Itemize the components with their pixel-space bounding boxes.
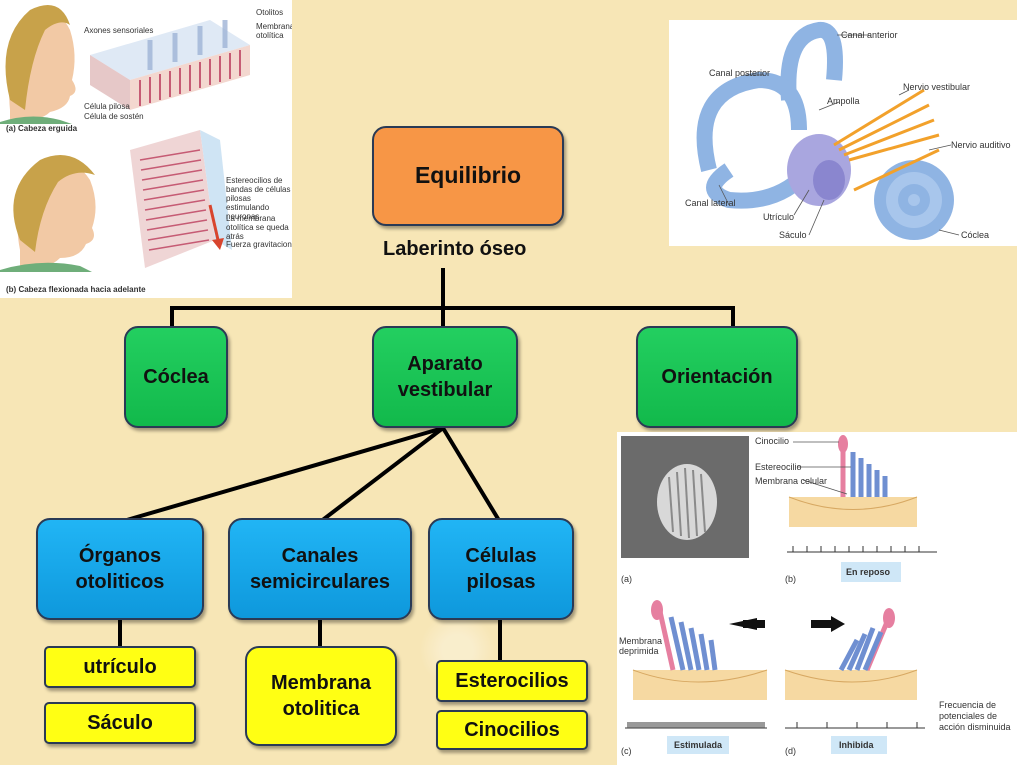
label-membrana-atras: La membrana otolítica se queda atrás — [226, 214, 289, 241]
label-b: (b) — [785, 574, 796, 584]
caption-b: (b) Cabeza flexionada hacia adelante — [6, 285, 146, 294]
node-utriculo: utrículo — [44, 646, 196, 688]
node-cinocilios: Cinocilios — [436, 710, 588, 750]
label-otolitos: Otolitos — [256, 8, 284, 17]
head-illustration — [0, 5, 250, 272]
node-organos-otoliticos: Órganos otoliticos — [36, 518, 204, 620]
label-canal-anterior: Canal anterior — [841, 30, 898, 40]
label-utriculo: Utrículo — [763, 212, 795, 222]
subtitle-laberinto: Laberinto óseo — [383, 238, 527, 260]
label-membrana: Membrana otolítica — [256, 22, 292, 40]
label-en-reposo: En reposo — [846, 567, 891, 577]
inner-ear-illustration — [696, 22, 960, 240]
figure-head-otolith: Axones sensoriales Otolitos Membrana oto… — [0, 0, 292, 298]
label-membrana-celular: Membrana celular — [755, 476, 828, 486]
label-fuerza: Fuerza gravitacional — [226, 240, 292, 249]
node-canales-semicirculares: Canales semicirculares — [228, 518, 412, 620]
node-orientacion: Orientación — [636, 326, 798, 428]
label-inhibida: Inhibida — [839, 740, 874, 750]
hair-cell-illustration — [621, 435, 937, 754]
label-celula-sosten: Célula de sostén — [84, 112, 144, 121]
label-axones: Axones sensoriales — [84, 26, 154, 35]
label-estereocilios-bandas: Estereocilios de bandas de células pilos… — [226, 176, 291, 221]
label-canal-posterior: Canal posterior — [709, 68, 771, 78]
figure-hair-cells: Cinocilio Estereocilio Membrana celular … — [617, 432, 1017, 765]
node-membrana-otolitica: Membrana otolitica — [245, 646, 397, 746]
label-celula-pilosa: Célula pilosa — [84, 102, 130, 111]
label-membrana-deprimida: Membrana deprimida — [619, 636, 663, 656]
label-frecuencia: Frecuencia de potenciales de acción dism… — [939, 700, 1011, 732]
label-estereocilio: Estereocilio — [755, 462, 802, 472]
caption-a: (a) Cabeza erguida — [6, 124, 78, 133]
node-celulas-pilosas: Células pilosas — [428, 518, 574, 620]
root-node-equilibrio: Equilibrio — [372, 126, 564, 226]
label-a: (a) — [621, 574, 632, 584]
label-nervio-vestibular: Nervio vestibular — [903, 82, 971, 92]
label-coclea: Cóclea — [961, 230, 990, 240]
node-aparato-vestibular: Aparato vestibular — [372, 326, 518, 428]
label-c: (c) — [621, 746, 632, 756]
node-coclea: Cóclea — [124, 326, 228, 428]
label-canal-lateral: Canal lateral — [685, 198, 736, 208]
node-saculo: Sáculo — [44, 702, 196, 744]
label-nervio-auditivo: Nervio auditivo — [951, 140, 1011, 150]
label-saculo: Sáculo — [779, 230, 807, 240]
node-esterocilios: Esterocilios — [436, 660, 588, 702]
label-estimulada: Estimulada — [674, 740, 723, 750]
label-d: (d) — [785, 746, 796, 756]
label-ampolla: Ampolla — [827, 96, 860, 106]
label-cinocilio: Cinocilio — [755, 436, 790, 446]
figure-inner-ear: Canal anterior Canal posterior Ampolla N… — [669, 20, 1017, 246]
